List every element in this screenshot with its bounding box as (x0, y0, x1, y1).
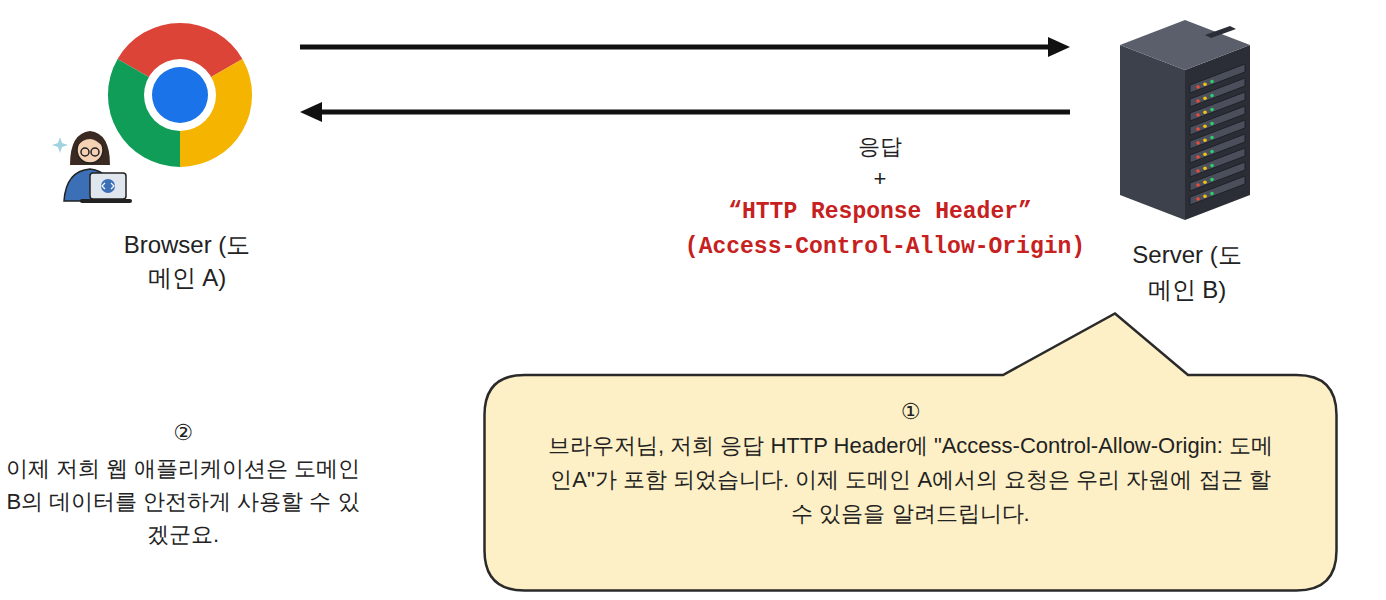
callout-number: ② (173, 420, 193, 446)
server-node: Server (도메인 B) (1070, 15, 1305, 325)
header-field: (Access-Control-Allow-Origin) (685, 234, 1085, 260)
node-label: Browser (도메인 A) (122, 228, 252, 294)
note-text: 이제 저희 웹 애플리케이션은 도메인 B의 데이터를 안전하게 사용할 수 있… (0, 452, 366, 551)
header-name: “HTTP Response Header” (728, 199, 1032, 225)
plus-sign: + (874, 166, 887, 192)
edge-label: 응답 (855, 132, 905, 162)
request-arrow (300, 37, 1070, 57)
callout-text: 브라우저님, 저희 응답 HTTP Header에 "Access-Contro… (540, 429, 1281, 531)
node-label: Server (도메인 B) (1122, 237, 1252, 307)
callout-number: ① (483, 398, 1338, 426)
bubble-shape (485, 314, 1337, 591)
response-arrow (300, 102, 1070, 122)
speech-bubble: ① 브라우저님, 저희 응답 HTTP Header에 "Access-Contr… (483, 312, 1338, 592)
browser-node: Browser (도메인 A) (50, 15, 300, 312)
